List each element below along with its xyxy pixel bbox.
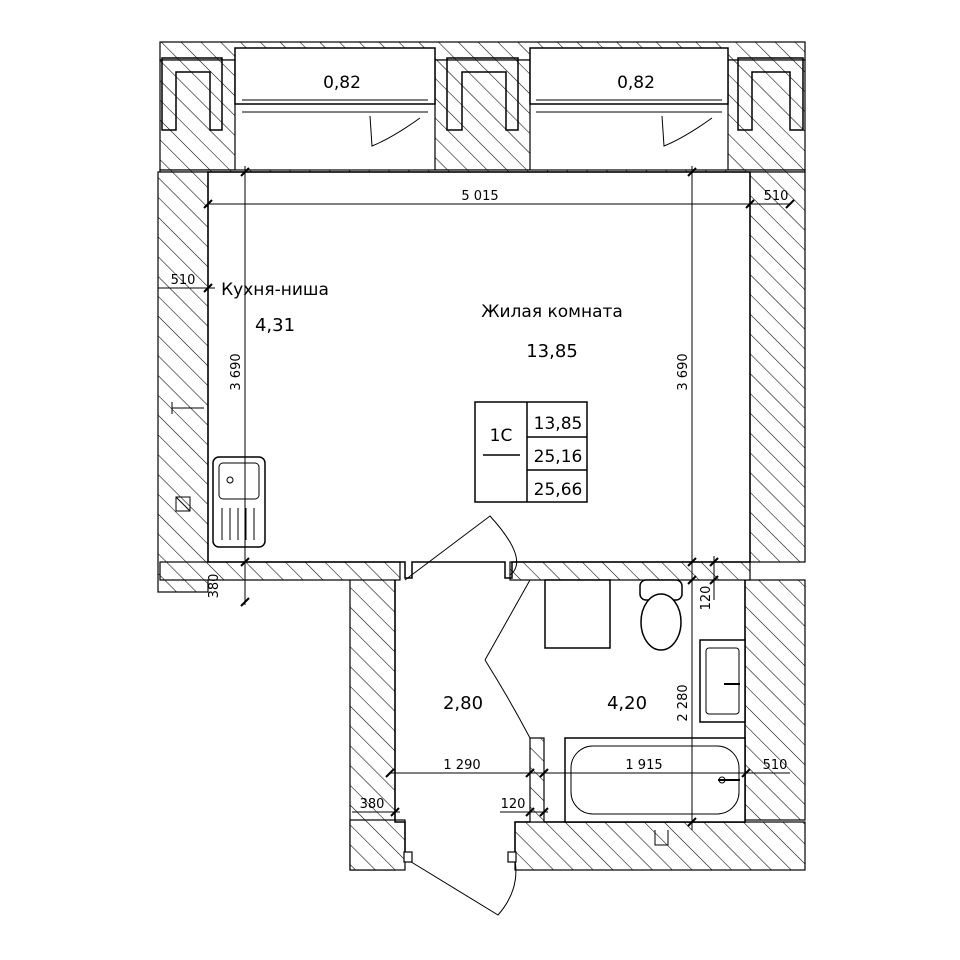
apartment-type: 1С — [490, 426, 513, 446]
bathtub-icon — [564, 737, 746, 823]
dim-height-right: 3 690 — [676, 353, 691, 390]
balcony-door-right — [661, 115, 713, 147]
balcony-right — [529, 47, 729, 105]
bath-area: 4,20 — [607, 693, 647, 714]
living-room-area: 13,85 — [526, 341, 578, 362]
dim-offset-hall-left: 380 — [360, 797, 385, 812]
balcony-section — [159, 41, 806, 171]
dim-offset-bottom-left: 380 — [207, 574, 222, 599]
balcony-right-area: 0,82 — [617, 73, 655, 93]
toilet-icon — [640, 593, 682, 651]
balcony-left — [234, 47, 436, 105]
living-room-name: Жилая комната — [481, 302, 623, 322]
dim-partition-bottom: 120 — [501, 797, 526, 812]
bath-door — [484, 579, 531, 739]
hall-area: 2,80 — [443, 693, 483, 714]
dim-bath-width: 1 915 — [625, 758, 662, 773]
kitchen-area: 4,31 — [255, 315, 295, 336]
walls — [157, 169, 806, 871]
washer-icon — [544, 579, 611, 649]
balcony-left-area: 0,82 — [323, 73, 361, 93]
dim-partition-top: 120 — [699, 586, 714, 611]
living-room-outline — [207, 171, 751, 579]
summary-total-area: 25,16 — [534, 447, 583, 467]
summary-living-area: 13,85 — [534, 414, 583, 434]
living-door — [404, 515, 518, 581]
entry-door — [407, 859, 517, 916]
dimension-lines — [158, 166, 795, 830]
dim-bath-height: 2 280 — [676, 684, 691, 721]
dim-width-main: 5 015 — [461, 189, 498, 204]
dim-wall-top-right: 510 — [764, 189, 789, 204]
bath-fixtures — [544, 579, 746, 846]
kitchen-name: Кухня-ниша — [221, 280, 329, 300]
dim-height-left: 3 690 — [229, 353, 244, 390]
dim-wall-bottom-right: 510 — [763, 758, 788, 773]
dim-wall-left: 510 — [171, 273, 196, 288]
sink-icon — [212, 456, 266, 548]
vent-icon — [175, 496, 191, 512]
area-summary-box: 1С 13,85 25,16 25,66 — [474, 401, 588, 503]
summary-total-area-balcony: 25,66 — [534, 480, 583, 500]
dim-hall-width: 1 290 — [443, 758, 480, 773]
washbasin-icon — [699, 639, 746, 723]
kitchen-fixtures — [171, 402, 266, 548]
balcony-door-left — [369, 115, 421, 147]
